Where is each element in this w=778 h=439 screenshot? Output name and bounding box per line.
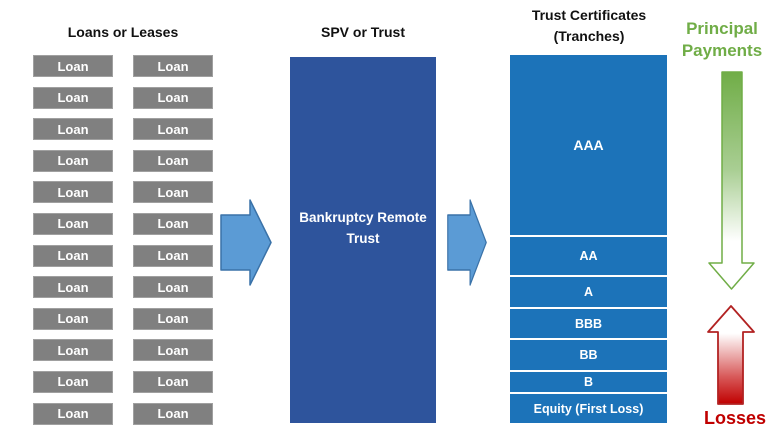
loan-box: Loan xyxy=(133,276,213,299)
tranche-header-line1: Trust Certificates xyxy=(531,7,647,23)
tranche-segment-a: A xyxy=(510,275,667,307)
tranche-segment-equity-first-loss: Equity (First Loss) xyxy=(510,392,667,423)
loan-box: Loan xyxy=(33,86,113,109)
flow-arrow-loans-to-spv xyxy=(220,199,272,286)
principal-payments-label: Principal Payments xyxy=(666,18,778,62)
loan-box: Loan xyxy=(133,307,213,330)
spv-box-label-line1: Bankruptcy Remote xyxy=(299,210,427,226)
loan-box: Loan xyxy=(33,307,113,330)
loan-box: Loan xyxy=(133,86,213,109)
loan-box: Loan xyxy=(33,181,113,204)
principal-payments-line2: Payments xyxy=(681,41,763,61)
loan-box: Loan xyxy=(133,370,213,393)
tranche-segment-aa: AA xyxy=(510,235,667,275)
principal-payments-arrow xyxy=(708,71,755,290)
loan-box: Loan xyxy=(133,181,213,204)
loan-box: Loan xyxy=(33,212,113,235)
tranche-segment-bbb: BBB xyxy=(510,307,667,338)
loans-header: Loans or Leases xyxy=(67,24,179,40)
loan-box: Loan xyxy=(33,244,113,267)
loan-box: Loan xyxy=(133,339,213,362)
spv-box-label: Bankruptcy Remote Trust xyxy=(299,208,427,250)
loan-box: Loan xyxy=(133,212,213,235)
loan-box: Loan xyxy=(133,55,213,77)
loan-box: Loan xyxy=(33,149,113,172)
loan-box: Loan xyxy=(33,339,113,362)
loan-box: Loan xyxy=(133,402,213,425)
loan-box: Loan xyxy=(33,118,113,141)
loan-box: Loan xyxy=(133,118,213,141)
spv-header: SPV or Trust xyxy=(320,24,406,40)
loan-box: Loan xyxy=(133,244,213,267)
loan-box: Loan xyxy=(33,402,113,425)
spv-box: Bankruptcy Remote Trust xyxy=(290,57,436,423)
principal-payments-line1: Principal xyxy=(686,19,758,38)
loan-box: Loan xyxy=(33,370,113,393)
loan-box: Loan xyxy=(33,55,113,77)
tranche-header-line2: (Tranches) xyxy=(553,28,625,44)
tranche-header: Trust Certificates (Tranches) xyxy=(500,5,678,47)
tranche-segment-aaa: AAA xyxy=(510,55,667,235)
tranche-segment-b: B xyxy=(510,370,667,392)
spv-box-label-line2: Trust xyxy=(346,231,380,246)
tranche-segment-bb: BB xyxy=(510,338,667,370)
losses-arrow xyxy=(707,305,755,405)
losses-label: Losses xyxy=(703,408,767,428)
loan-box: Loan xyxy=(33,276,113,299)
loan-box: Loan xyxy=(133,149,213,172)
flow-arrow-spv-to-tranches xyxy=(447,199,487,286)
